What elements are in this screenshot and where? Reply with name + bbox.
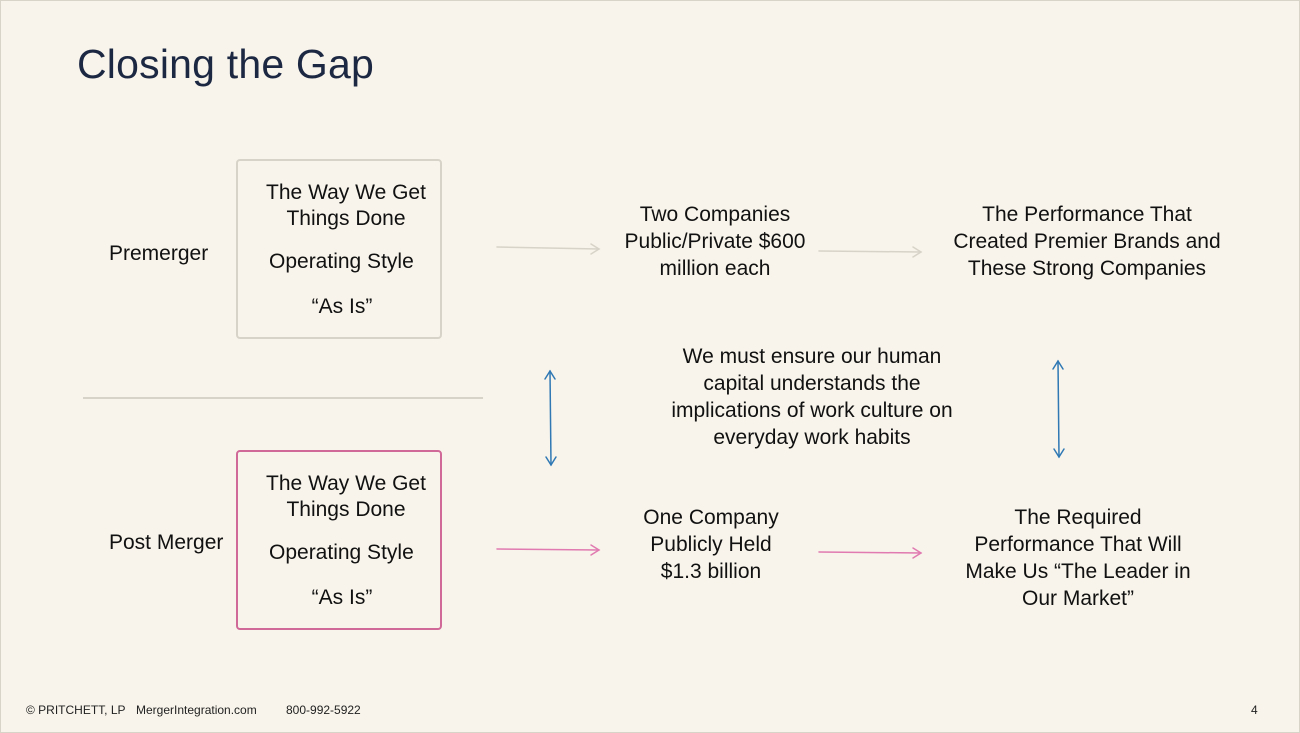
gap-statement: We must ensure our human capital underst… (671, 345, 953, 449)
postmerger-box-line1: The Way We Get Things Done (266, 472, 426, 521)
slide-title: Closing the Gap (77, 41, 375, 87)
postmerger-arrow-1 (496, 544, 601, 556)
premerger-box: The Way We Get Things Done Operating Sty… (236, 159, 442, 339)
footer-phone: 800-992-5922 (286, 703, 361, 717)
row-divider (83, 397, 483, 399)
page-number: 4 (1251, 703, 1258, 717)
right-vertical-double-arrow (1052, 359, 1065, 459)
premerger-box-line3: “As Is” (311, 295, 373, 318)
postmerger-result-text: The Required Performance That Will Make … (965, 506, 1191, 610)
premerger-arrow-1 (496, 243, 601, 255)
premerger-box-line2: Operating Style (269, 250, 414, 273)
postmerger-box: The Way We Get Things Done Operating Sty… (236, 450, 442, 630)
postmerger-company-text: One Company Publicly Held $1.3 billion (643, 506, 779, 583)
postmerger-label: Post Merger (109, 531, 224, 554)
postmerger-box-line2: Operating Style (269, 541, 414, 564)
postmerger-box-line3: “As Is” (311, 586, 373, 609)
premerger-label: Premerger (109, 242, 209, 265)
left-vertical-double-arrow (544, 369, 557, 467)
premerger-company-text: Two Companies Public/Private $600 millio… (624, 203, 806, 280)
footer-website: MergerIntegration.com (136, 703, 257, 717)
footer-copyright: © PRITCHETT, LP (26, 703, 126, 717)
postmerger-arrow-2 (818, 547, 923, 559)
premerger-arrow-2 (818, 246, 923, 258)
premerger-result-text: The Performance That Created Premier Bra… (953, 203, 1221, 280)
premerger-box-line1: The Way We Get Things Done (266, 181, 426, 230)
